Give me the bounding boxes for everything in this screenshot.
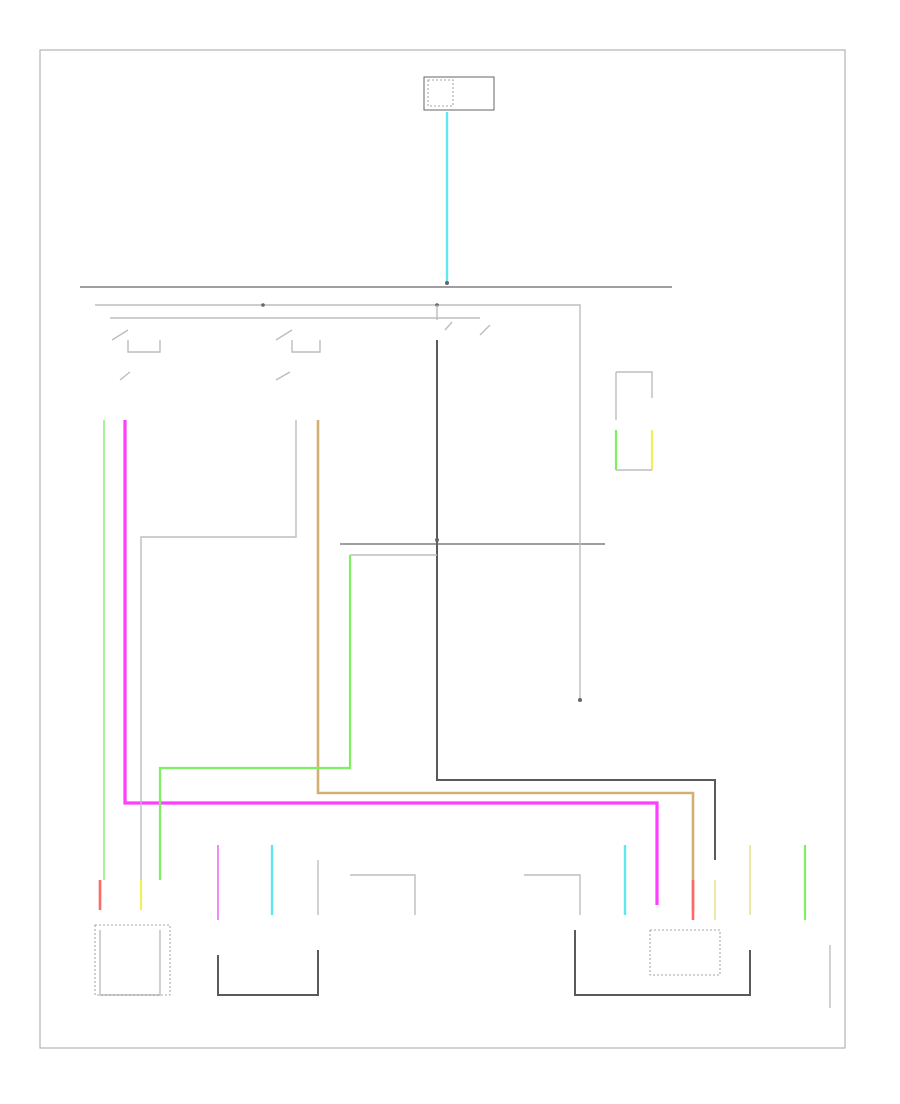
select-switch [111,329,321,381]
wire-tan-main [316,420,695,910]
wire-black-main [436,340,716,860]
operation-switch [436,305,491,336]
right-mirror-assembly [574,845,807,996]
wire-green-loop [158,555,352,880]
top-fuse-block [423,76,495,111]
left-mirror-assembly [94,880,171,996]
right-top-heater [614,371,654,471]
wire-grey-left [140,420,297,880]
wire-pink-main [123,420,659,905]
diagram-frame [39,49,846,1049]
